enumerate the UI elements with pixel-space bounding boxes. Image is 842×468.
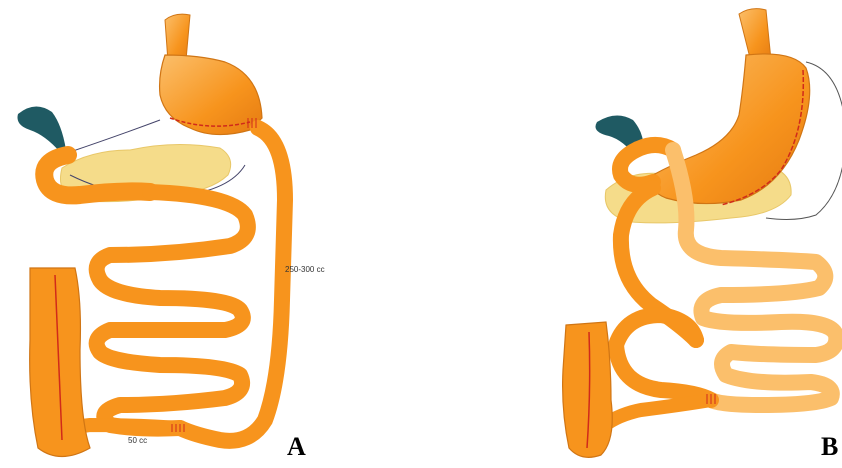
panel-a-label: A — [287, 432, 306, 462]
gallbladder — [18, 106, 67, 152]
panel-b: B — [421, 0, 842, 468]
panel-a-illustration — [0, 0, 421, 468]
panel-b-illustration — [421, 0, 842, 468]
panel-b-label: B — [821, 432, 838, 462]
common-channel-label: 50 cc — [128, 436, 147, 445]
colon — [30, 268, 90, 457]
biliopancreatic-limb — [97, 192, 248, 429]
terminal-ileum — [601, 400, 711, 428]
panel-a: 250-300 cc 50 cc A — [0, 0, 421, 468]
stomach-pouch — [160, 55, 262, 135]
limb-volume-label: 250-300 cc — [285, 265, 325, 274]
common-channel — [616, 315, 711, 400]
